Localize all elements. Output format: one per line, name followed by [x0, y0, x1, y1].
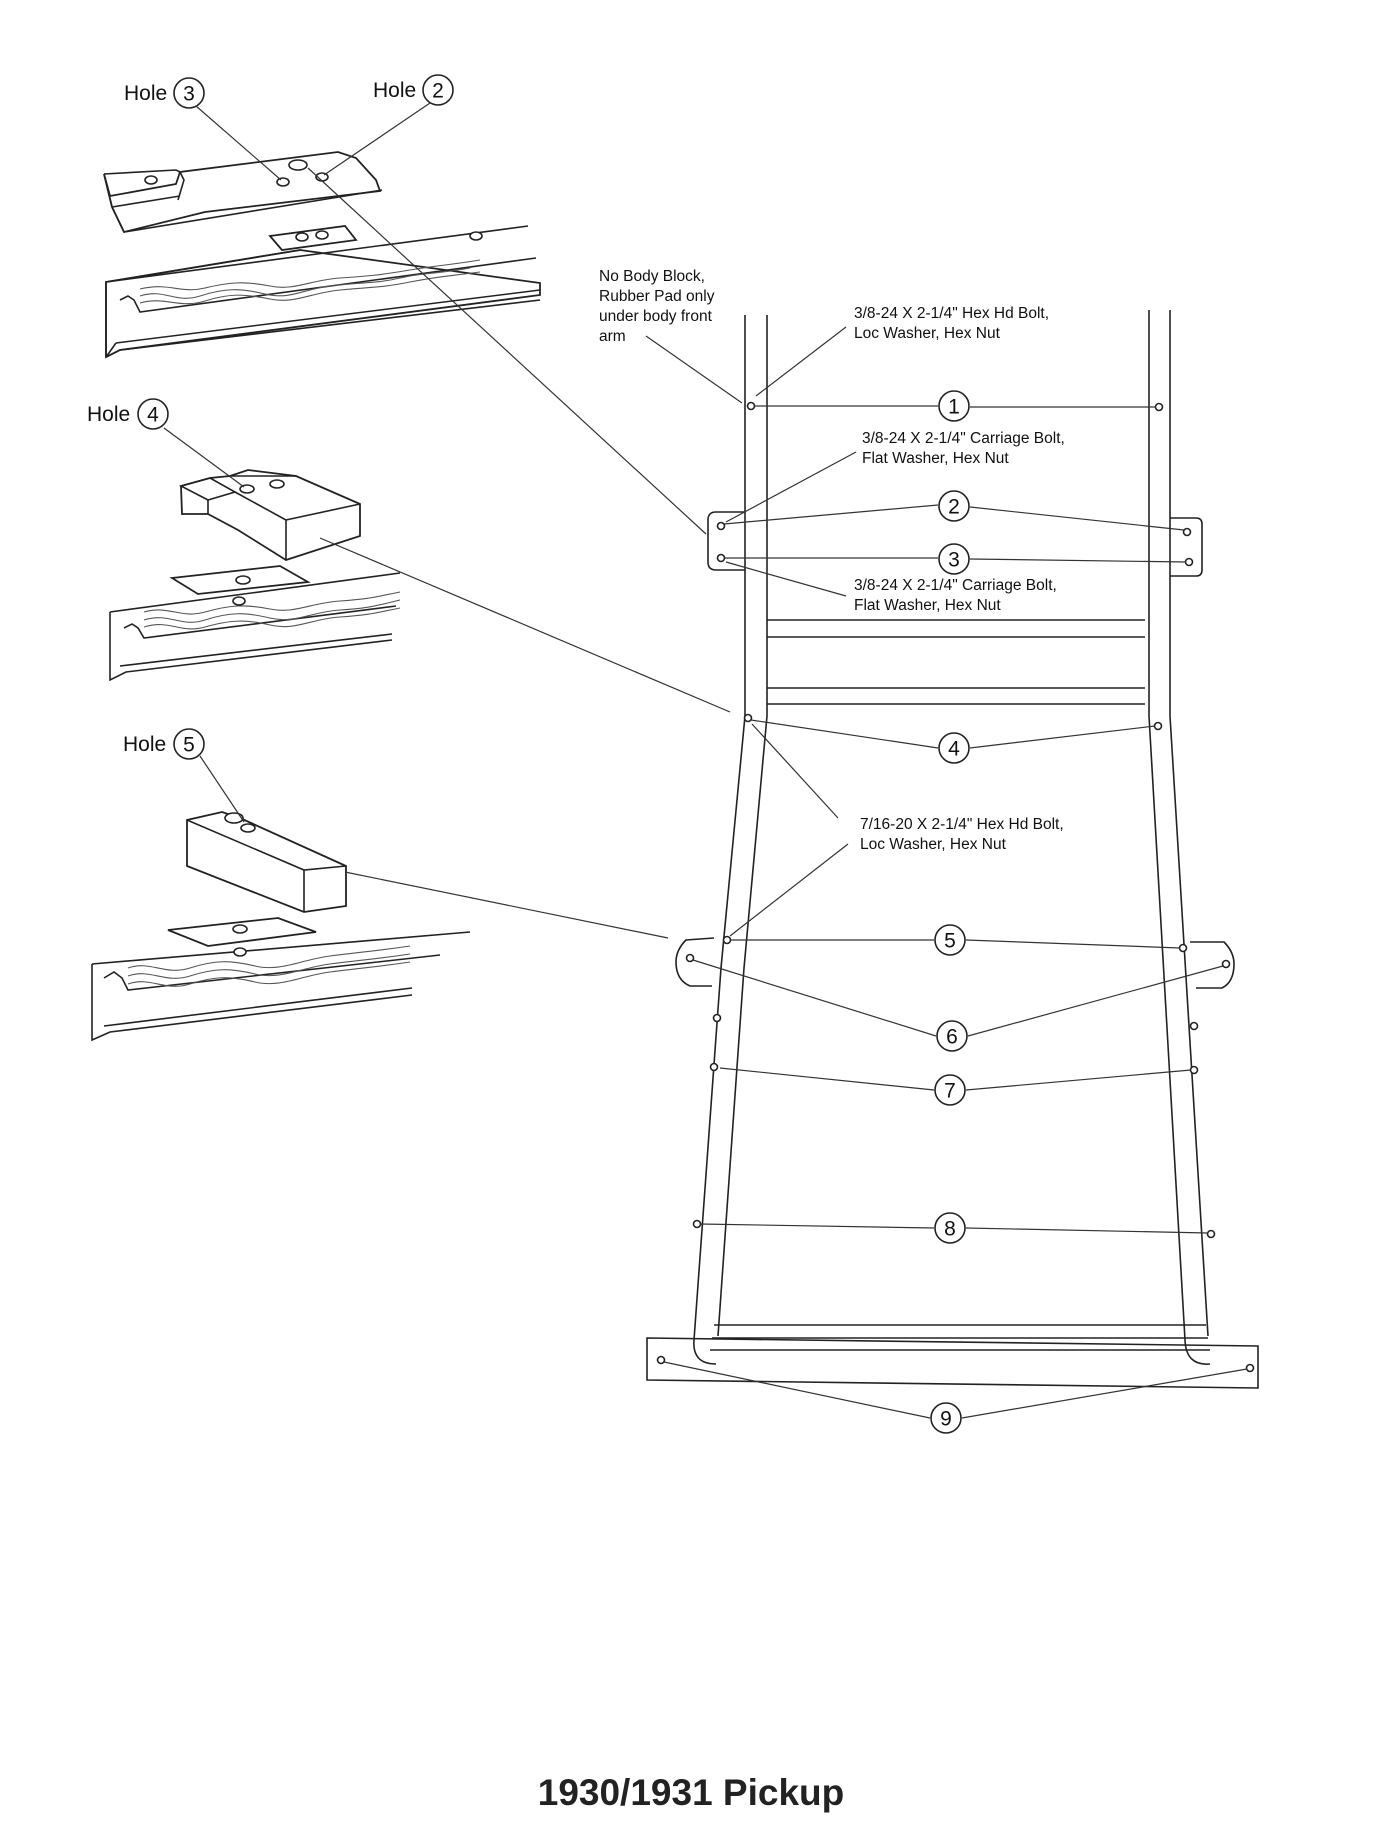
detail-front-block: Hole 3 Hole 2 [103, 74, 541, 359]
frame-rail-segment-3 [91, 931, 471, 1042]
frame-rail-segment-1 [105, 225, 541, 359]
hole-2-callout: 2 [422, 74, 454, 106]
frame-rail-segment-2 [109, 572, 401, 682]
svg-text:2: 2 [432, 80, 444, 103]
callout-9: 9 [930, 1402, 962, 1434]
svg-text:3: 3 [948, 549, 960, 572]
hole-5-callout: 5 [173, 728, 205, 760]
svg-text:Flat Washer, Hex Nut: Flat Washer, Hex Nut [862, 450, 1009, 467]
callout-8: 8 [934, 1212, 966, 1244]
note-bolt-3: 3/8-24 X 2-1/4" Carriage Bolt, Flat Wash… [854, 577, 1057, 614]
detail-third-block: Hole 5 [91, 728, 471, 1042]
svg-text:3: 3 [183, 83, 195, 106]
svg-text:9: 9 [940, 1408, 952, 1431]
callout-2: 2 [938, 490, 970, 522]
note-bolt-1: 3/8-24 X 2-1/4" Hex Hd Bolt, Loc Washer,… [854, 305, 1049, 342]
body-block-third [186, 811, 347, 913]
leader-hole5-to-frame [344, 871, 669, 939]
svg-text:1: 1 [948, 396, 960, 419]
svg-text:Rubber Pad only: Rubber Pad only [599, 288, 715, 305]
page-title: 1930/1931 Pickup [537, 1772, 845, 1813]
svg-text:arm: arm [599, 328, 626, 345]
hole-3-callout: 3 [173, 77, 205, 109]
body-block-front [103, 151, 383, 234]
rubber-pad-1 [268, 225, 358, 251]
svg-text:3/8-24 X 2-1/4" Hex Hd Bolt,: 3/8-24 X 2-1/4" Hex Hd Bolt, [854, 305, 1049, 322]
callout-1: 1 [938, 390, 970, 422]
svg-text:7/16-20 X 2-1/4" Hex Hd Bolt,: 7/16-20 X 2-1/4" Hex Hd Bolt, [860, 816, 1064, 833]
svg-text:No Body Block,: No Body Block, [599, 268, 705, 285]
callout-5: 5 [934, 924, 966, 956]
callout-6: 6 [936, 1020, 968, 1052]
chassis-frame [646, 310, 1259, 1389]
hole-4-callout: 4 [137, 398, 169, 430]
detail-second-block: Hole 4 [87, 398, 401, 682]
callout-4: 4 [938, 732, 970, 764]
callout-7: 7 [934, 1074, 966, 1106]
svg-text:5: 5 [944, 930, 956, 953]
svg-text:under body front: under body front [599, 308, 713, 325]
hole-4-label: Hole [87, 403, 130, 426]
hole-3-label: Hole [124, 82, 167, 105]
leader-hole3-to-frame [307, 167, 707, 535]
svg-text:Loc Washer, Hex Nut: Loc Washer, Hex Nut [854, 325, 1001, 342]
svg-text:2: 2 [948, 496, 960, 519]
callout-lines [663, 405, 1248, 1419]
leader-hole4-to-frame [319, 537, 731, 713]
svg-text:6: 6 [946, 1026, 958, 1049]
svg-text:3/8-24 X 2-1/4" Carriage Bolt,: 3/8-24 X 2-1/4" Carriage Bolt, [854, 577, 1057, 594]
svg-text:3/8-24 X 2-1/4" Carriage Bolt,: 3/8-24 X 2-1/4" Carriage Bolt, [862, 430, 1065, 447]
svg-text:7: 7 [944, 1080, 956, 1103]
hole-5-label: Hole [123, 733, 166, 756]
note-bolt-2: 3/8-24 X 2-1/4" Carriage Bolt, Flat Wash… [862, 430, 1065, 467]
svg-text:8: 8 [944, 1218, 956, 1241]
hole-2-label: Hole [373, 79, 416, 102]
note-no-body-block: No Body Block, Rubber Pad only under bod… [599, 268, 715, 345]
body-block-second [178, 469, 361, 561]
svg-text:4: 4 [948, 738, 960, 761]
svg-text:5: 5 [183, 734, 195, 757]
svg-text:Flat Washer, Hex Nut: Flat Washer, Hex Nut [854, 597, 1001, 614]
note-bolt-4: 7/16-20 X 2-1/4" Hex Hd Bolt, Loc Washer… [860, 816, 1064, 853]
svg-text:Loc Washer, Hex Nut: Loc Washer, Hex Nut [860, 836, 1007, 853]
callout-3: 3 [938, 543, 970, 575]
svg-text:4: 4 [147, 404, 159, 427]
